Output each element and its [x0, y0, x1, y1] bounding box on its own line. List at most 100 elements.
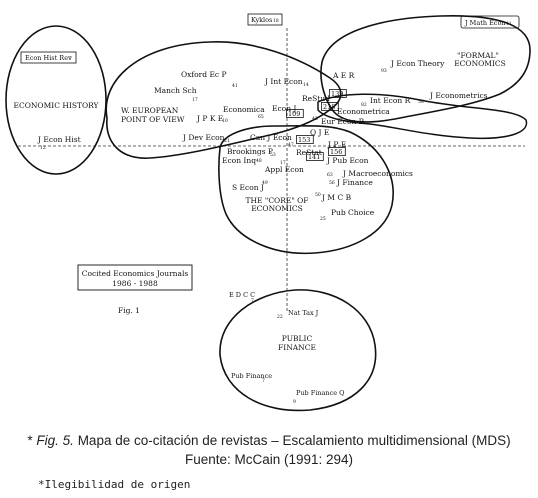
int-econ-r-count: 82 — [361, 102, 367, 108]
w-european-region-label-1: W. EUROPEAN — [121, 106, 179, 115]
econ-hist-rev-count: 7 — [69, 56, 72, 62]
econ-hist-rev-box — [20, 51, 77, 64]
econ-inq-count: 48 — [256, 158, 262, 164]
jmcb-count: 50 — [315, 192, 321, 198]
econ-j-count: 109 — [288, 110, 300, 118]
s-econ-j-label: S Econ J — [232, 183, 264, 192]
economic-history-region — [5, 25, 107, 175]
int-econ-r-label: Int Econ R — [370, 96, 411, 105]
j-econ-hist-label: J Econ Hist — [37, 135, 81, 144]
j-dev-econ-count: 21 — [224, 138, 230, 144]
j-finance-count: 56 — [329, 180, 335, 186]
public-finance-region-label-2: FINANCE — [278, 343, 316, 352]
j-pub-econ-label: J Pub Econ — [326, 156, 369, 165]
pub-finance-count: 7 — [262, 378, 265, 384]
pub-choice-label: Pub Choice — [331, 208, 375, 217]
illegibility-note: *Ilegibilidad de origen — [38, 478, 191, 491]
legend-line-2: 1986 - 1988 — [112, 279, 158, 288]
j-math-econ-box — [460, 15, 520, 29]
jpe-label: J P E — [327, 140, 346, 149]
j-pub-econ-count: 141 — [308, 153, 320, 161]
econ-hist-rev-label: Econ Hist Rev — [25, 54, 72, 62]
econ-j-label: Econ J — [272, 104, 296, 113]
appl-econ-count: 17 — [280, 160, 286, 166]
pub-choice-count: 25 — [320, 216, 326, 222]
econometrica-count-box — [321, 102, 339, 111]
j-macroeconomics-count: 63 — [327, 172, 333, 178]
caption-text: Mapa de co-citación de revistas – Escala… — [77, 433, 511, 448]
w-european-region-label-2: POINT OF VIEW — [121, 115, 185, 124]
econometrica-label: Econometrica — [337, 107, 390, 116]
manch-sch-count: 17 — [192, 97, 198, 103]
oxford-ec-p-count: 41 — [232, 83, 238, 89]
brookings-p-count: 53 — [270, 152, 276, 158]
eur-econ-r-label: Eur Econ R — [321, 117, 365, 126]
kyklos-count: 18 — [273, 18, 279, 24]
formal-economics-region — [320, 15, 531, 123]
core-economics-region-label-2: ECONOMICS — [251, 204, 303, 213]
j-math-econ-count: 11 — [506, 21, 512, 27]
kyklos-label: Kyklos — [251, 16, 272, 24]
j-econometrics-label: J Econometrics — [429, 91, 488, 100]
formal-economics-region-label-1: "FORMAL" — [457, 51, 499, 60]
jpe-count-box — [296, 135, 314, 144]
s-econ-j-count: 49 — [262, 180, 268, 186]
nat-tax-j-label: Nat Tax J — [288, 309, 319, 317]
can-j-econ-count: 47 — [288, 142, 294, 148]
fig-label: Fig. 1 — [118, 306, 140, 315]
econ-inq-label: Econ Inq — [222, 156, 256, 165]
j-econ-theory-label: J Econ Theory — [390, 59, 445, 68]
restud-count: 139 — [331, 90, 343, 98]
legend-box — [77, 264, 193, 291]
jmcb-label: J M C B — [321, 193, 352, 202]
pub-finance-q-count: 9 — [293, 399, 296, 405]
econ-j-count-box — [286, 109, 304, 118]
eur-econ-r-count: 43 — [312, 116, 318, 122]
j-dev-econ-label: J Dev Econ — [182, 133, 225, 142]
nat-tax-j-count: 22 — [277, 314, 283, 320]
appl-econ-label: Appl Econ — [264, 165, 304, 174]
figure-source: Fuente: McCain (1991: 294) — [184, 452, 354, 467]
j-int-econ-label: J Int Econ — [264, 77, 303, 86]
edcc-count: 7 — [251, 298, 254, 304]
caption-marker: * — [27, 433, 33, 448]
jpke-label: J P K E — [196, 114, 223, 123]
j-pub-econ-count-box — [306, 152, 324, 161]
core-economics-region — [218, 124, 394, 255]
public-finance-region — [219, 289, 377, 412]
caption-fig-number: Fig. 5. — [36, 433, 74, 448]
j-math-econ-label: J Math Econ — [464, 19, 506, 27]
economic-history-region-label: ECONOMIC HISTORY — [14, 101, 100, 110]
econometrica-band — [317, 93, 528, 140]
econometrica-count: 218 — [323, 103, 335, 111]
economica-label: Economica — [223, 105, 265, 114]
kyklos-box — [247, 13, 283, 26]
aer-label: A E R — [332, 71, 355, 80]
manch-sch-label: Manch Sch — [154, 86, 197, 95]
oxford-ec-p-label: Oxford Ec P — [181, 70, 227, 79]
j-finance-label: J Finance — [336, 178, 373, 187]
qje-label: Q J E — [310, 128, 329, 137]
restat-count: 156 — [330, 148, 342, 156]
j-econometrics-count: 58 — [418, 99, 424, 105]
restud-count-box — [329, 89, 347, 98]
brookings-p-label: Brookings P — [227, 147, 273, 156]
pub-finance-q-label: Pub Finance Q — [296, 389, 345, 397]
j-econ-hist-count: 12 — [40, 145, 46, 151]
j-econ-theory-count: 93 — [381, 68, 387, 74]
w-european-region — [105, 41, 342, 159]
economica-count: 65 — [258, 114, 264, 120]
edcc-label: E D C C — [229, 291, 255, 299]
j-macroeconomics-label: J Macroeconomics — [342, 169, 413, 178]
jpke-count: 10 — [222, 118, 228, 124]
j-int-econ-count: 14 — [303, 82, 309, 88]
formal-economics-region-label-2: ECONOMICS — [454, 59, 506, 68]
restat-count-box — [328, 147, 346, 156]
legend-line-1: Cocited Economics Journals — [82, 269, 189, 278]
restud-label: ReStud — [302, 94, 330, 103]
public-finance-region-label-1: PUBLIC — [282, 334, 313, 343]
figure-caption: * Fig. 5. Mapa de co-citación de revista… — [0, 433, 538, 448]
core-economics-region-label-1: THE "CORE" OF — [245, 196, 308, 205]
pub-finance-label: Pub Finance — [231, 372, 272, 380]
